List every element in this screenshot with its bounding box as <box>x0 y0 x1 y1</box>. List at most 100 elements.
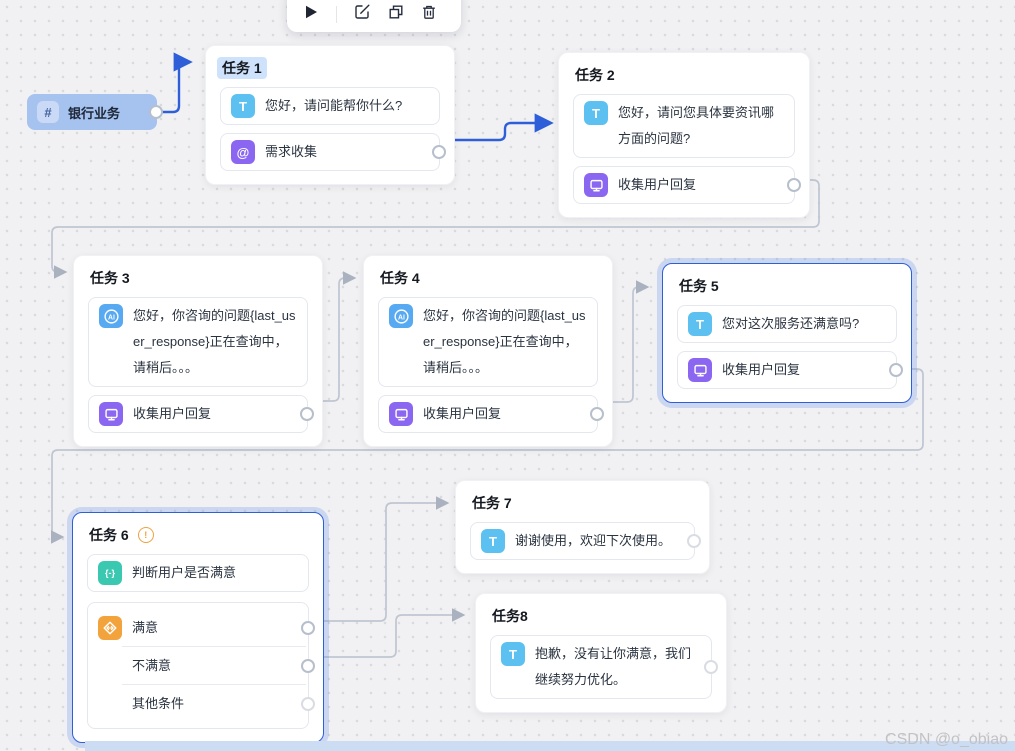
connection-task4-to-task5[interactable] <box>608 280 650 403</box>
copy-icon <box>388 4 404 23</box>
node-title-row: 任务 1 <box>217 57 438 79</box>
collect-reply-icon <box>389 402 413 426</box>
node-title: 任务 7 <box>472 495 512 511</box>
text-message-icon: T <box>501 642 525 666</box>
trash-icon <box>421 4 437 23</box>
connection-task1-to-task2[interactable] <box>450 113 554 142</box>
collect-reply-icon <box>584 173 608 197</box>
branch-icon <box>98 616 122 640</box>
task-node-task7[interactable]: 任务 7 T 谢谢使用，欢迎下次使用。 <box>455 480 710 574</box>
node-title: 任务 2 <box>575 67 615 83</box>
connection-port[interactable] <box>590 407 604 421</box>
task-node-task1[interactable]: 任务 1 T 您好，请问能帮你什么? @需求收集 <box>205 45 455 185</box>
connection-port[interactable] <box>301 620 315 635</box>
connection-port[interactable] <box>787 178 801 192</box>
node-item-text: 判断用户是否满意 <box>132 565 237 580</box>
node-item-text: 收集用户回复 <box>423 406 502 421</box>
text-message-icon: T <box>481 529 505 553</box>
node-item[interactable]: 收集用户回复 <box>88 395 314 433</box>
node-title-row: 任务8 <box>492 606 710 626</box>
warning-icon: ! <box>137 527 154 543</box>
play-icon <box>303 4 319 23</box>
task-node-task2[interactable]: 任务 2 T 您好，请问您具体要资讯哪方面的问题? 收集用户回复 <box>558 52 810 218</box>
collect-reply-icon <box>99 402 123 426</box>
node-item[interactable]: 收集用户回复 <box>573 166 801 204</box>
node-item[interactable]: T 您对这次服务还满意吗? <box>677 305 897 343</box>
node-item-text: 抱歉，没有让你满意，我们继续努力优化。 <box>535 646 692 687</box>
connection-port[interactable] <box>704 660 718 674</box>
node-item[interactable]: T 您好，请问能帮你什么? <box>220 87 440 125</box>
node-item[interactable]: T 您好，请问您具体要资讯哪方面的问题? <box>573 94 795 158</box>
branch-option-label: 满意 <box>132 619 159 635</box>
branch-divider <box>122 646 306 647</box>
node-item-text: 您对这次服务还满意吗? <box>722 316 860 331</box>
node-item[interactable]: T 谢谢使用，欢迎下次使用。 <box>470 522 701 560</box>
node-item-text: 您好，请问能帮你什么? <box>265 98 403 113</box>
branch-divider <box>122 684 306 685</box>
connection-task6-opt-不满意-to-task8[interactable] <box>322 608 466 658</box>
node-item[interactable]: {-}判断用户是否满意 <box>87 554 309 592</box>
node-item-text: 需求收集 <box>265 144 318 159</box>
connection-port[interactable] <box>149 105 163 119</box>
branch-option[interactable]: 满意 <box>88 609 315 646</box>
connection-task3-to-task4[interactable] <box>320 271 357 402</box>
connection-start-to-task1[interactable] <box>158 52 193 114</box>
branch-group: 满意不满意其他条件 <box>87 602 315 729</box>
node-title-row: 任务 4 <box>380 268 596 288</box>
connection-port[interactable] <box>889 363 903 377</box>
branch-option-label: 不满意 <box>132 657 172 673</box>
text-message-icon: T <box>231 94 255 118</box>
node-title-row: 任务 7 <box>472 493 693 513</box>
node-item[interactable]: 收集用户回复 <box>378 395 604 433</box>
node-title-row: 任务 2 <box>575 65 793 85</box>
node-title: 任务 4 <box>380 270 420 286</box>
node-item-text: 您好，请问您具体要资讯哪方面的问题? <box>618 105 775 146</box>
node-item[interactable]: 收集用户回复 <box>677 351 903 389</box>
branch-option[interactable]: 不满意 <box>88 647 315 684</box>
connection-port[interactable] <box>301 658 315 673</box>
node-item-text: 谢谢使用，欢迎下次使用。 <box>515 533 672 548</box>
node-title-row: 任务 3 <box>90 268 306 288</box>
hash-icon: # <box>37 101 59 123</box>
collect-reply-icon <box>688 358 712 382</box>
connection-port[interactable] <box>432 145 446 159</box>
ai-message-icon: AI <box>99 304 123 328</box>
node-item-text: 收集用户回复 <box>133 406 212 421</box>
toolbar-divider <box>336 6 337 23</box>
connection-port[interactable] <box>687 534 701 548</box>
node-title: 任务8 <box>492 608 528 624</box>
horizontal-scrollbar[interactable] <box>85 741 1015 751</box>
ai-message-icon: AI <box>389 304 413 328</box>
copy-button[interactable] <box>388 4 404 23</box>
edit-button[interactable] <box>354 3 371 23</box>
connection-port[interactable] <box>301 696 315 711</box>
start-node-label: 银行业务 <box>68 105 121 121</box>
node-item[interactable]: T 抱歉，没有让你满意，我们继续努力优化。 <box>490 635 718 699</box>
watermark: CSDN @o_obiao <box>885 731 1008 748</box>
text-message-icon: T <box>688 312 712 336</box>
node-title: 任务 5 <box>679 278 719 294</box>
task-node-task5[interactable]: 任务 5 T 您对这次服务还满意吗? 收集用户回复 <box>662 263 912 403</box>
node-item-text: 收集用户回复 <box>618 177 697 192</box>
node-title: 任务 3 <box>90 270 130 286</box>
task-node-task6[interactable]: 任务 6! {-}判断用户是否满意满意不满意其他条件 <box>72 512 324 743</box>
node-title-row: 任务 5 <box>679 276 895 296</box>
branch-option[interactable]: 其他条件 <box>88 685 315 722</box>
node-item[interactable]: @需求收集 <box>220 133 446 171</box>
connection-port[interactable] <box>300 407 314 421</box>
connection-task6-opt-满意-to-task7[interactable] <box>322 496 450 622</box>
delete-button[interactable] <box>421 4 437 23</box>
node-title-row: 任务 6! <box>89 525 307 545</box>
run-button[interactable] <box>303 4 319 23</box>
branch-option-label: 其他条件 <box>132 695 185 711</box>
svg-text:AI: AI <box>398 314 405 321</box>
start-node-bank[interactable]: # 银行业务 <box>27 94 163 130</box>
edit-icon <box>354 3 371 23</box>
text-message-icon: T <box>584 101 608 125</box>
